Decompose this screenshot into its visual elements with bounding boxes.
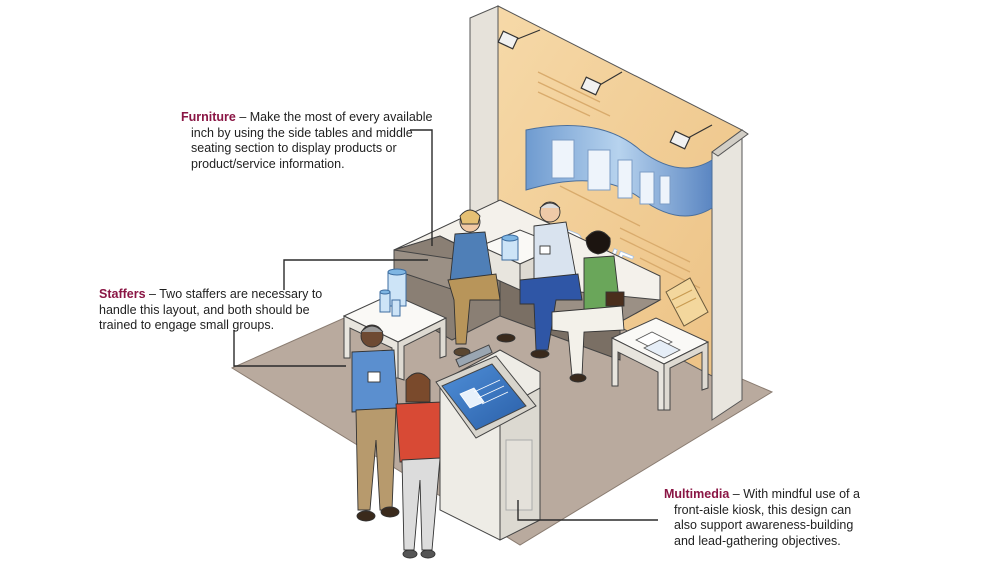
- furniture-callout-line-1: – Make the most of every available: [235, 110, 433, 124]
- staffers-callout: Staffers – Two staffers are necessary to…: [99, 287, 322, 334]
- staffers-leader-line-lower: [233, 330, 346, 367]
- multimedia-callout-line-3: also support awareness-building: [674, 518, 854, 532]
- backwall-right-pillar: [711, 129, 743, 421]
- brochure-icon: [635, 331, 681, 359]
- staffers-leader-line: [283, 259, 428, 290]
- standing-staffer-man: [351, 324, 400, 522]
- multimedia-kiosk: [435, 344, 541, 541]
- furniture-callout: Furniture – Make the most of every avail…: [181, 110, 432, 172]
- furniture-callout-line-2: inch by using the side tables and middle: [191, 125, 413, 140]
- staffers-callout-title: Staffers: [99, 287, 146, 301]
- furniture-callout-line-3: seating section to display products or: [191, 141, 397, 155]
- logo-banner: [525, 125, 713, 217]
- seated-staffer-woman: [447, 209, 501, 357]
- staffers-callout-line-3: trained to engage small groups.: [99, 318, 275, 332]
- furniture-callout-line-4: product/service information.: [191, 156, 345, 171]
- seated-visitor-woman: [551, 230, 625, 383]
- multimedia-callout-line-2: front-aisle kiosk, this design can: [674, 502, 852, 517]
- multimedia-callout-line-1: – With mindful use of a: [729, 487, 860, 501]
- multimedia-callout: Multimedia – With mindful use of a front…: [664, 487, 860, 549]
- staffers-callout-line-1: – Two staffers are necessary to: [145, 287, 323, 301]
- seated-visitor-man: [496, 201, 583, 359]
- kiosk-screen-content: [459, 379, 509, 409]
- furniture-leader-line: [410, 129, 433, 246]
- multimedia-callout-line-4: and lead-gathering objectives.: [674, 533, 841, 548]
- staffers-callout-line-2: handle this layout, and both should be: [99, 302, 310, 317]
- easel-sign: [665, 277, 709, 327]
- side-table-left: [342, 293, 448, 381]
- product-display-icon: [379, 268, 407, 317]
- spotlight-icon: [497, 29, 713, 150]
- multimedia-leader-line: [517, 500, 658, 521]
- furniture-callout-title: Furniture: [181, 110, 236, 124]
- product-jar-icon: [501, 234, 519, 261]
- multimedia-callout-title: Multimedia: [664, 487, 730, 501]
